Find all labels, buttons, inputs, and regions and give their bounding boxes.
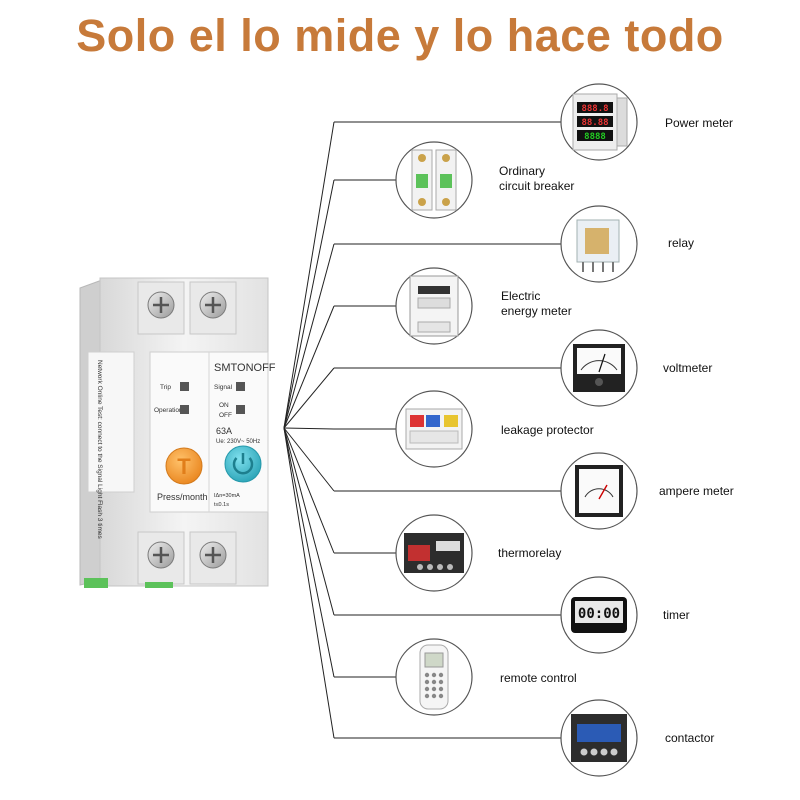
power-icon [232, 453, 254, 475]
device-contactor [560, 699, 638, 777]
device-relay [560, 205, 638, 283]
headline: Solo el lo mide y lo hace todo [76, 10, 724, 61]
test-button[interactable] [165, 447, 203, 485]
device-energy-meter [395, 267, 473, 345]
power-meter-icon: 888.8 88.88 8888 [572, 93, 628, 151]
device-label-line: relay [668, 236, 695, 250]
connector-fan-line [283, 427, 335, 492]
brand-text: SMTONOFF [214, 362, 276, 374]
connector-fan-line [283, 367, 335, 429]
main-smart-breaker: Network Online Test: connect to the Sign… [79, 277, 276, 588]
leak-spec-2: t≤0.1s [214, 502, 229, 508]
connector-fan-line [283, 427, 335, 430]
device-circles: 888.8 88.88 8888 00:00 [395, 83, 638, 777]
operation-label: Operation [154, 407, 183, 414]
connector-lines [283, 121, 561, 739]
press-month-text: Press/month [157, 492, 208, 502]
device-label-line: leakage protector [501, 423, 594, 437]
device-label-line: circuit breaker [499, 179, 575, 193]
device-label-remote-control: remote control [500, 671, 577, 686]
off-label: OFF [219, 412, 232, 419]
device-label-line: contactor [665, 731, 715, 745]
bottom-terminals [84, 531, 237, 588]
operation-indicator [180, 405, 189, 414]
device-thermorelay [395, 514, 473, 592]
connector-fan-line [283, 305, 335, 429]
device-label-line: Power meter [665, 116, 734, 130]
circuit-breaker-icon [411, 149, 457, 211]
device-label-ampere-meter: ampere meter [659, 484, 734, 499]
device-remote-control [395, 638, 473, 716]
device-label-line: thermorelay [498, 546, 562, 560]
connector-fan-line [283, 427, 335, 616]
trip-indicator [180, 382, 189, 391]
power-meter-readout: 8888 [584, 132, 606, 142]
onoff-indicator [236, 405, 245, 414]
connector-fan-line [283, 427, 335, 554]
contactor-icon [571, 714, 627, 762]
device-label-contactor: contactor [665, 731, 714, 746]
timer-icon: 00:00 [571, 597, 627, 633]
device-label-timer: timer [663, 608, 690, 623]
connector-fan-line [283, 243, 335, 429]
leak-spec-1: IΔn=30mA [214, 493, 240, 499]
top-terminals [137, 281, 237, 335]
energy-meter-icon [409, 275, 459, 337]
device-circle [395, 141, 473, 219]
device-label-thermorelay: thermorelay [498, 546, 561, 561]
device-label-line: remote control [500, 671, 577, 685]
ampere-meter-icon [575, 465, 623, 517]
leakage-protector-icon [405, 408, 463, 450]
device-label-line: ampere meter [659, 484, 734, 498]
test-button-letter: T [177, 454, 191, 479]
power-meter-readout: 88.88 [581, 118, 608, 128]
device-label-voltmeter: voltmeter [663, 361, 712, 376]
device-label-relay: relay [668, 236, 694, 251]
relay-icon [576, 219, 620, 272]
connector-fan-line [283, 121, 335, 429]
rating-text: 63A [216, 426, 232, 436]
on-label: ON [219, 402, 229, 409]
power-meter-readout: 888.8 [581, 104, 608, 114]
device-timer: 00:00 [560, 576, 638, 654]
signal-indicator [236, 382, 245, 391]
device-label-line: Electric [501, 289, 541, 303]
side-label-text: Network Online Test: connect to the Sign… [96, 360, 103, 539]
device-label-power-meter: Power meter [665, 116, 733, 131]
signal-label: Signal [214, 384, 233, 391]
device-label-line: timer [663, 608, 690, 622]
device-circuit-breaker [395, 141, 473, 219]
device-label-line: voltmeter [663, 361, 713, 375]
device-voltmeter [560, 329, 638, 407]
connector-fan-line [283, 427, 335, 678]
device-leakage-protector [395, 390, 473, 468]
svg-text:00:00: 00:00 [578, 606, 620, 622]
remote-control-icon [419, 644, 449, 710]
device-label-leakage-protector: leakage protector [501, 423, 594, 438]
device-ampere-meter [560, 452, 638, 530]
voltmeter-icon [573, 344, 625, 392]
connector-fan-line [283, 427, 335, 739]
trip-label: Trip [160, 384, 171, 391]
thermorelay-icon [404, 533, 464, 573]
voltage-text: Ue: 230V~ 50Hz [216, 439, 260, 445]
device-power-meter: 888.8 88.88 8888 [560, 83, 638, 161]
device-label-line: Ordinary [499, 164, 546, 178]
connector-fan-line [283, 179, 335, 429]
device-label-line: energy meter [501, 304, 572, 318]
side-label-line: Network Online Test: connect to the Sign… [96, 360, 103, 539]
